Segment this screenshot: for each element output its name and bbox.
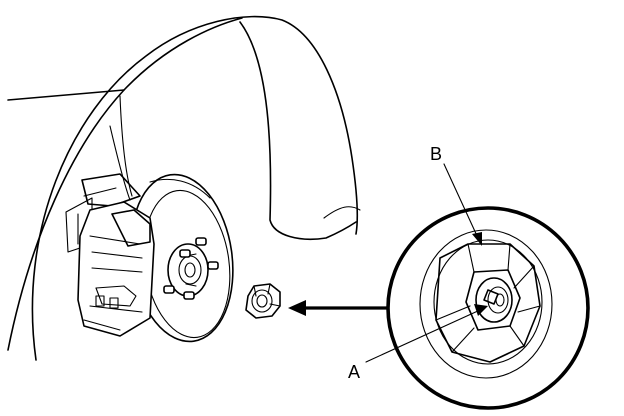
fender-arch	[7, 15, 361, 361]
callout-b-leader	[443, 163, 482, 246]
wheel-studs	[163, 237, 219, 300]
spindle-nut	[245, 283, 281, 319]
wheel-hub	[163, 237, 219, 300]
callout-a-leader	[365, 304, 488, 363]
detail-callout-circle	[386, 206, 590, 410]
brake-caliper	[77, 201, 155, 337]
callout-b-label: B	[430, 144, 442, 164]
callout-a-label: A	[348, 362, 360, 382]
direction-arrow	[288, 300, 390, 316]
